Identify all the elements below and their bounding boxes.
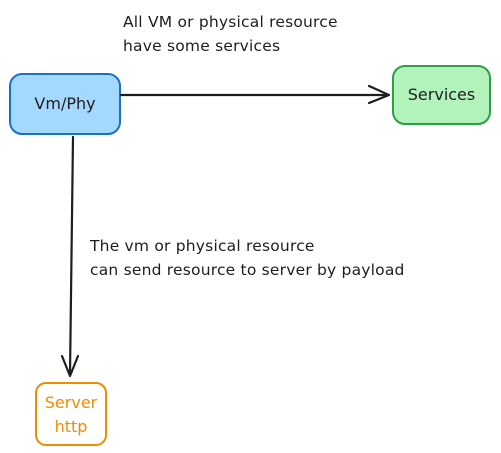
server-box[interactable] [35,382,107,446]
annotation-top: All VM or physical resource have some se… [123,10,338,58]
annotation-middle-line1: The vm or physical resource [90,237,315,255]
annotation-middle: The vm or physical resource can send res… [90,234,405,282]
services-box[interactable] [392,65,491,125]
arrow-vm-to-server [68,135,75,377]
annotation-top-line1: All VM or physical resource [123,13,338,31]
annotation-middle-line2: can send resource to server by payload [90,261,405,279]
arrow-head-services [367,84,391,105]
server-label-line1: Server [44,393,98,412]
services-label: Services [407,85,476,104]
vm-phy-label: Vm/Phy [34,94,96,113]
arrow-head-server [60,354,80,378]
vm-phy-box[interactable] [9,73,121,135]
annotation-top-line2: have some services [123,37,281,55]
server-label-line2: http [54,417,88,436]
